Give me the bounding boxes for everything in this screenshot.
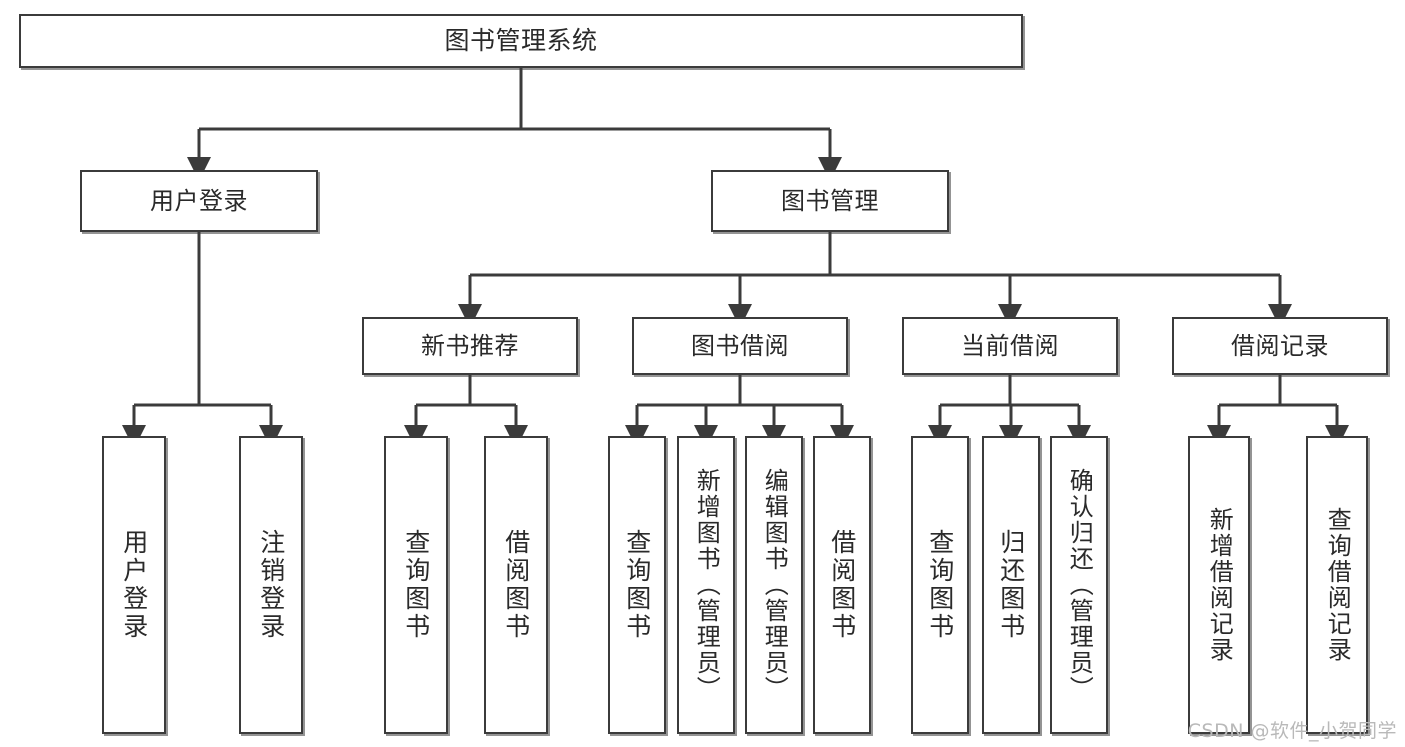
node-root[interactable]: 图书管理系统 — [19, 14, 1023, 68]
leaf-query-borrow-record-label: 查询借阅记录 — [1323, 507, 1352, 663]
node-current-borrow-label: 当前借阅 — [961, 331, 1059, 360]
node-current-borrow[interactable]: 当前借阅 — [902, 317, 1118, 375]
leaf-query-book-borrow[interactable]: 查询图书 — [608, 436, 666, 734]
node-book-borrow[interactable]: 图书借阅 — [632, 317, 848, 375]
leaf-edit-book-admin-label: 编辑图书（管理员） — [760, 468, 789, 702]
leaf-add-book-admin[interactable]: 新增图书（管理员） — [677, 436, 735, 734]
leaf-query-book-recommend[interactable]: 查询图书 — [384, 436, 448, 734]
leaf-logout-label: 注销登录 — [256, 529, 286, 641]
node-user-login-label: 用户登录 — [150, 186, 248, 215]
leaf-add-borrow-record-label: 新增借阅记录 — [1205, 507, 1234, 663]
leaf-user-login[interactable]: 用户登录 — [102, 436, 166, 734]
leaf-query-book-recommend-label: 查询图书 — [401, 529, 431, 641]
leaf-borrow-book-recommend[interactable]: 借阅图书 — [484, 436, 548, 734]
leaf-borrow-book-recommend-label: 借阅图书 — [501, 529, 531, 641]
leaf-edit-book-admin[interactable]: 编辑图书（管理员） — [745, 436, 803, 734]
node-borrow-record-label: 借阅记录 — [1231, 331, 1329, 360]
leaf-user-login-label: 用户登录 — [119, 529, 149, 641]
node-new-book-recommend-label: 新书推荐 — [421, 331, 519, 360]
node-user-login[interactable]: 用户登录 — [80, 170, 318, 232]
leaf-add-book-admin-label: 新增图书（管理员） — [692, 468, 721, 702]
leaf-confirm-return-admin-label: 确认归还（管理员） — [1065, 468, 1094, 702]
leaf-query-book-current-label: 查询图书 — [925, 529, 955, 641]
node-borrow-record[interactable]: 借阅记录 — [1172, 317, 1388, 375]
leaf-query-book-borrow-label: 查询图书 — [622, 529, 652, 641]
watermark: CSDN @软件_小贺同学 — [1187, 720, 1397, 742]
node-book-management[interactable]: 图书管理 — [711, 170, 949, 232]
node-book-management-label: 图书管理 — [781, 186, 879, 215]
leaf-logout[interactable]: 注销登录 — [239, 436, 303, 734]
leaf-return-book[interactable]: 归还图书 — [982, 436, 1040, 734]
leaf-borrow-book-label: 借阅图书 — [827, 529, 857, 641]
node-root-label: 图书管理系统 — [444, 26, 598, 56]
leaf-confirm-return-admin[interactable]: 确认归还（管理员） — [1050, 436, 1108, 734]
leaf-return-book-label: 归还图书 — [996, 529, 1026, 641]
leaf-add-borrow-record[interactable]: 新增借阅记录 — [1188, 436, 1250, 734]
leaf-borrow-book[interactable]: 借阅图书 — [813, 436, 871, 734]
leaf-query-book-current[interactable]: 查询图书 — [911, 436, 969, 734]
node-book-borrow-label: 图书借阅 — [691, 331, 789, 360]
node-new-book-recommend[interactable]: 新书推荐 — [362, 317, 578, 375]
leaf-query-borrow-record[interactable]: 查询借阅记录 — [1306, 436, 1368, 734]
